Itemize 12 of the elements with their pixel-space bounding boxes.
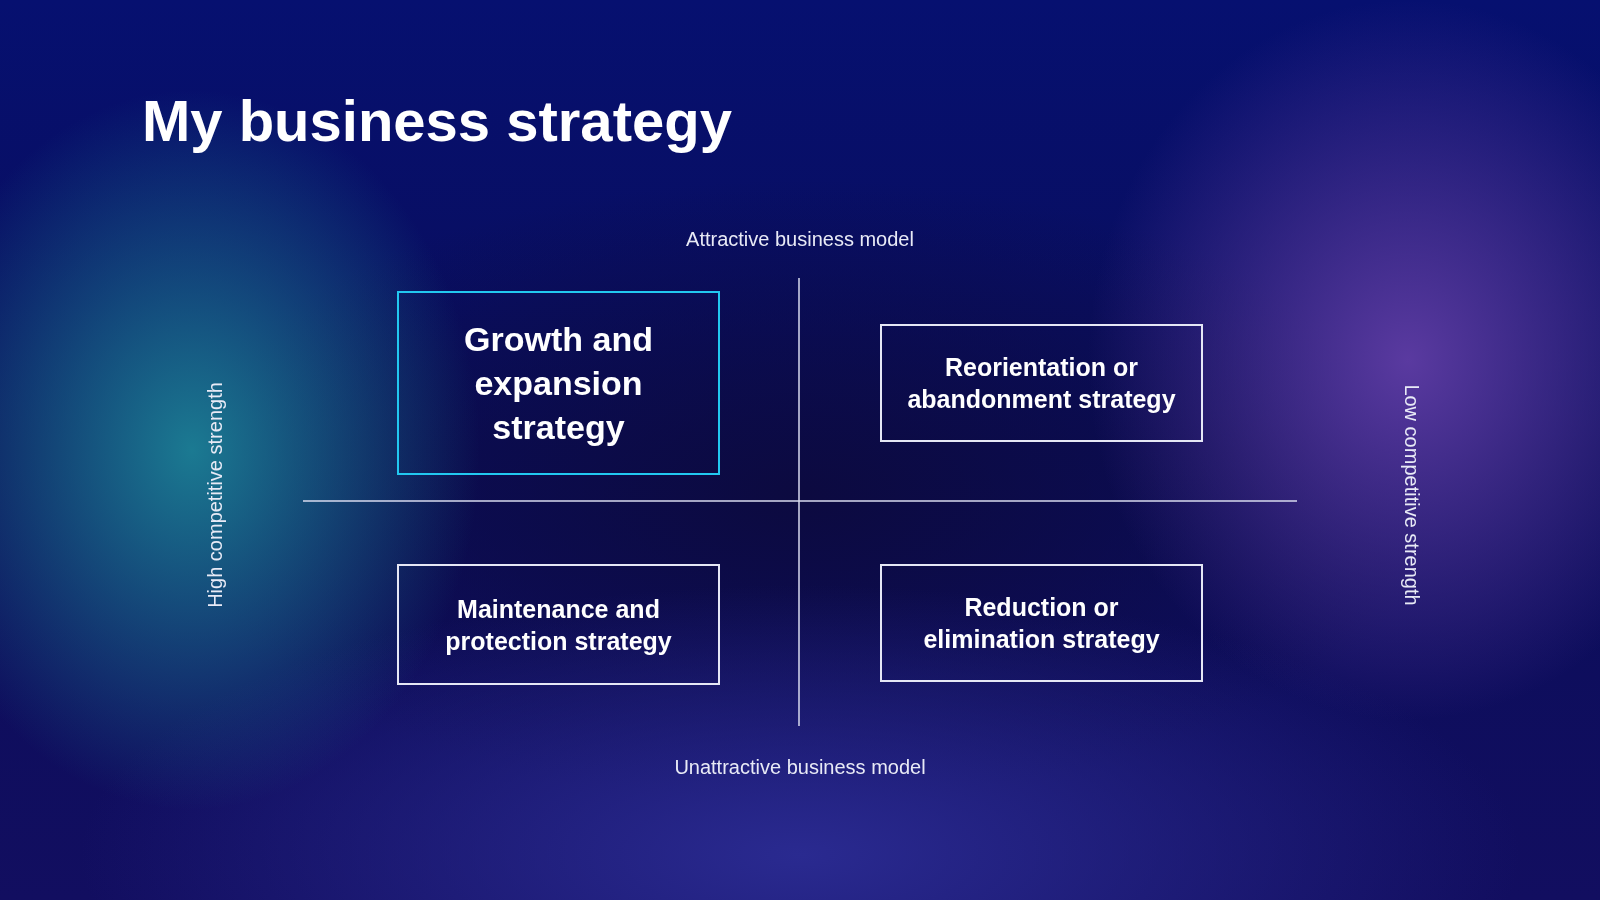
axis-label: Attractive business model bbox=[685, 227, 915, 252]
strategy-box bbox=[397, 564, 720, 685]
box-label: Reduction or elimination strategy bbox=[922, 592, 1161, 655]
strategy-box bbox=[880, 324, 1203, 442]
box-label: Maintenance and protection strategy bbox=[444, 593, 673, 657]
axis-label: Unattractive business model bbox=[673, 755, 927, 780]
box-label: Growth and expansion strategy bbox=[463, 319, 654, 448]
strategy-box bbox=[397, 291, 720, 475]
axis-label: Low competitive strength bbox=[1400, 383, 1424, 608]
box-label: Reorientation or abandonment strategy bbox=[906, 352, 1177, 415]
axis-label: High competitive strength bbox=[203, 381, 227, 610]
strategy-box bbox=[880, 564, 1203, 682]
